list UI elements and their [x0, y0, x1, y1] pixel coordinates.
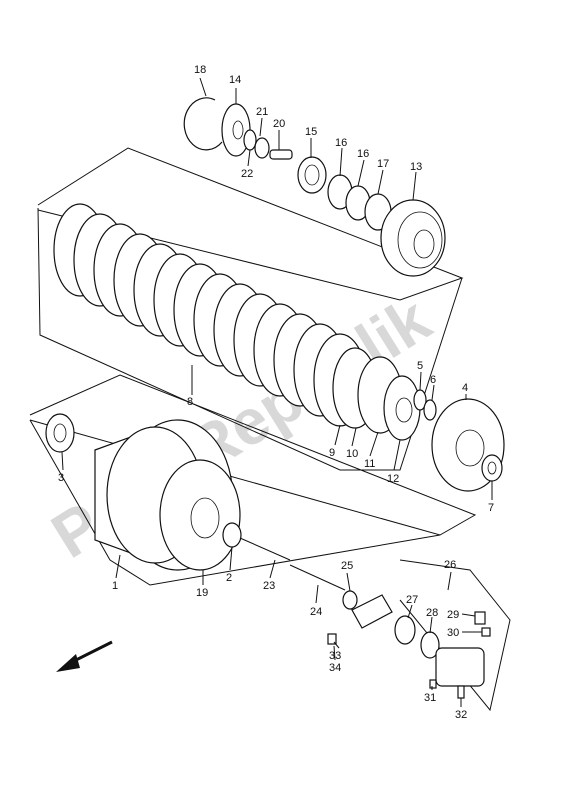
bearing: [254, 137, 270, 159]
callout-29: 29: [447, 609, 459, 621]
piston: [394, 615, 416, 645]
spacer: [222, 522, 242, 548]
callout-9: 9: [329, 447, 335, 459]
callout-10: 10: [346, 448, 358, 460]
callout-32: 32: [455, 709, 467, 721]
mounting-bolt: [457, 685, 465, 699]
washer-6: [423, 399, 437, 421]
release-bearing: [297, 156, 327, 194]
needle-bearing: [45, 413, 75, 453]
callout-2: 2: [226, 572, 232, 584]
callout-19: 19: [196, 587, 208, 599]
callout-21: 21: [256, 106, 268, 118]
release-cylinder: [435, 647, 485, 687]
seal: [342, 590, 358, 610]
clutch-plate-stack: [53, 203, 378, 429]
callout-11: 11: [364, 458, 375, 470]
release-cover: [351, 594, 393, 629]
callout-1: 1: [112, 580, 118, 592]
bleeder-cap: [481, 627, 491, 637]
callout-25: 25: [341, 560, 353, 572]
callout-5: 5: [417, 360, 423, 372]
callout-23: 23: [263, 580, 275, 592]
group-box-hub: [29, 374, 477, 536]
group-box-hub-lower: [29, 419, 441, 586]
callout-4: 4: [462, 382, 468, 394]
bleeder-valve: [474, 611, 486, 625]
callout-15: 15: [305, 126, 317, 138]
callout-16-b: 16: [357, 148, 369, 160]
thrust-washer: [481, 454, 503, 482]
callout-30: 30: [447, 627, 459, 639]
callout-22: 22: [241, 168, 253, 180]
callout-33: 33: [329, 650, 341, 662]
callout-17: 17: [377, 158, 389, 170]
leader-lines: [61, 77, 493, 707]
callout-18: 18: [194, 64, 206, 76]
wave-washer: [383, 375, 421, 441]
callout-31: 31: [424, 692, 436, 704]
callout-6: 6: [430, 374, 436, 386]
callout-7: 7: [488, 502, 494, 514]
callout-12: 12: [387, 473, 399, 485]
push-rod-long: [289, 564, 346, 591]
callout-28: 28: [426, 607, 438, 619]
callout-3: 3: [58, 472, 64, 484]
callout-16-a: 16: [335, 137, 347, 149]
callout-20: 20: [273, 118, 285, 130]
front-direction-arrow-icon: [56, 640, 113, 672]
oil-pump-drive-gear: [159, 459, 241, 571]
release-pin: [269, 149, 293, 160]
bolt: [327, 633, 337, 645]
callout-24: 24: [310, 606, 322, 618]
callout-8: 8: [187, 396, 193, 408]
circlip: [183, 97, 223, 151]
callout-27: 27: [406, 594, 418, 606]
screw: [429, 679, 437, 689]
callout-34: 34: [329, 662, 341, 674]
callout-14: 14: [229, 74, 241, 86]
callout-13: 13: [410, 161, 422, 173]
pressure-disc: [380, 199, 446, 277]
callout-26: 26: [444, 559, 456, 571]
push-rod: [239, 537, 291, 561]
washer: [243, 129, 257, 151]
